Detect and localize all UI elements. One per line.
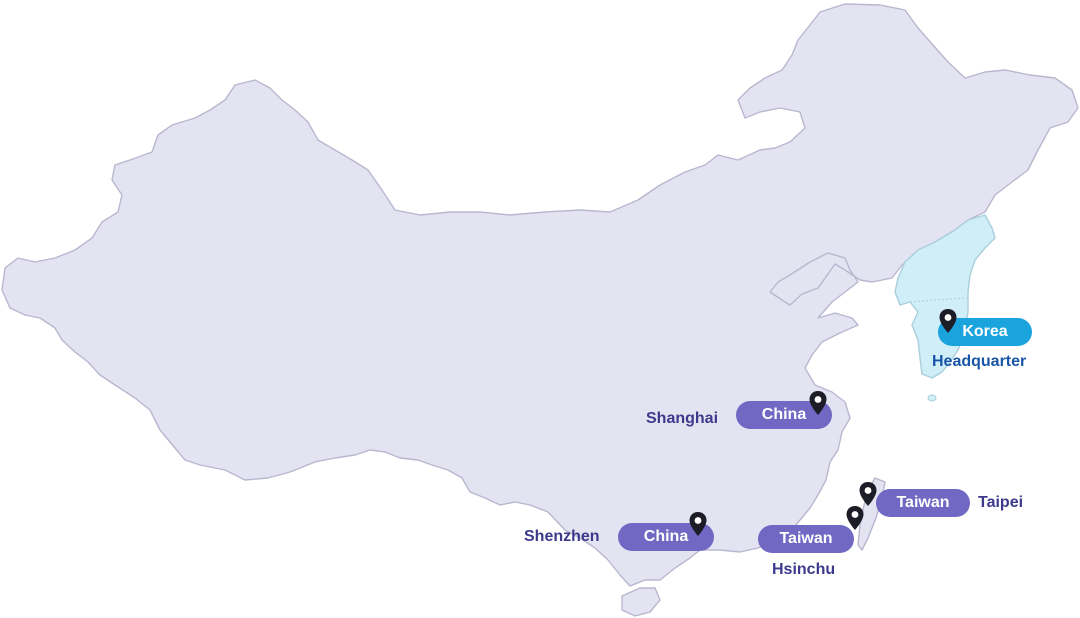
- korea-region: [894, 214, 996, 379]
- location-city-shenzhen: Shenzhen: [524, 528, 600, 545]
- location-badge-taipei[interactable]: Taiwan: [876, 489, 970, 517]
- location-city-headquarter: Headquarter: [932, 353, 1027, 370]
- location-badge-shenzhen[interactable]: China: [618, 523, 714, 551]
- location-city-hsinchu: Hsinchu: [772, 561, 836, 578]
- korea-dmz-line: [909, 297, 969, 303]
- location-badge-hsinchu[interactable]: Taiwan: [758, 525, 854, 553]
- map-pin-icon[interactable]: [845, 505, 865, 531]
- location-city-taipei: Taipei: [978, 494, 1024, 511]
- location-city-shanghai: Shanghai: [646, 410, 719, 427]
- map-pin-icon[interactable]: [808, 390, 828, 416]
- hainan-island: [621, 587, 661, 617]
- jeju-island: [927, 394, 937, 402]
- map-pin-icon[interactable]: [858, 481, 878, 507]
- map-pin-icon[interactable]: [938, 308, 958, 334]
- map-pin-icon[interactable]: [688, 511, 708, 537]
- china-region: [1, 3, 1079, 587]
